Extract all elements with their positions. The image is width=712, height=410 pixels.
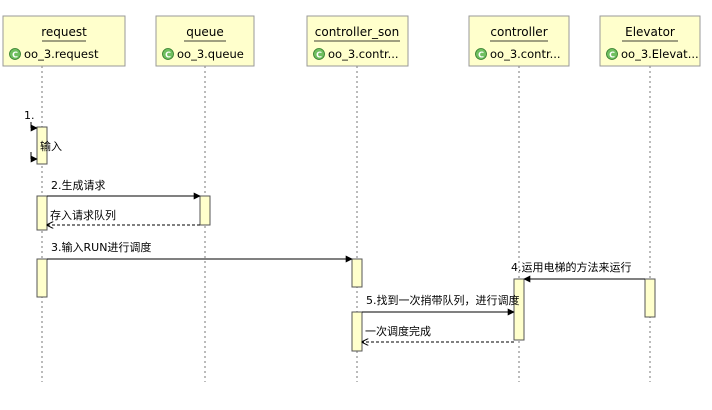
participant-request[interactable]: request C oo_3.request: [2, 15, 126, 67]
activation-controller-son-2: [351, 311, 363, 352]
lifelines: [41, 66, 651, 382]
participant-type: oo_3.request: [24, 47, 99, 61]
message-label: 5.找到一次捎带队列，进行调度: [366, 293, 520, 307]
class-c-icon: [162, 48, 174, 60]
message-label: 输入: [40, 139, 62, 153]
activations: [36, 126, 656, 352]
message-queue-return: 存入请求队列: [47, 208, 200, 225]
message-dispatch-return: 一次调度完成: [362, 324, 514, 342]
message-label: 存入请求队列: [50, 208, 116, 222]
activation-controller-son-1: [351, 258, 363, 288]
participant-controller-son[interactable]: controller_son C oo_3.contr...: [306, 15, 409, 67]
participant-controller[interactable]: controller C oo_3.contr...: [468, 15, 570, 67]
participant-name: controller_son: [315, 25, 399, 39]
participant-type: oo_3.contr...: [490, 47, 561, 61]
class-c-icon-glyph: C: [12, 51, 18, 60]
class-c-icon-glyph: C: [316, 51, 322, 60]
activation-queue: [199, 195, 211, 226]
message-label: 4.运用电梯的方法来运行: [511, 260, 632, 274]
participant-elevator[interactable]: Elevator C oo_3.Elevat...: [599, 15, 701, 67]
participant-queue[interactable]: queue C oo_3.queue: [155, 15, 255, 67]
message-2: 2.生成请求: [47, 178, 201, 200]
message-label: 一次调度完成: [365, 324, 431, 338]
class-c-icon-glyph: C: [165, 51, 171, 60]
class-c-icon: [475, 48, 487, 60]
message-5: 5.找到一次捎带队列，进行调度: [362, 293, 520, 316]
class-c-icon-glyph: C: [609, 51, 615, 60]
activation-request-3: [36, 258, 48, 298]
participant-name: request: [41, 25, 87, 39]
message-label: 3.输入RUN进行调度: [51, 240, 151, 254]
participant-name: queue: [186, 25, 224, 39]
participant-type: oo_3.contr...: [328, 47, 399, 61]
message-label: 2.生成请求: [51, 178, 106, 192]
message-input-return: 输入: [30, 139, 62, 163]
participant-name: Elevator: [625, 25, 675, 39]
participant-name: controller: [490, 25, 547, 39]
class-c-icon-glyph: C: [478, 51, 484, 60]
participant-type: oo_3.Elevat...: [621, 47, 699, 61]
class-c-icon: [606, 48, 618, 60]
activation-request-1: [36, 126, 48, 165]
message-4: 4.运用电梯的方法来运行: [511, 260, 645, 283]
class-c-icon: [9, 48, 21, 60]
message-label: 1.: [24, 109, 35, 122]
activation-controller: [513, 278, 525, 341]
class-c-icon: [313, 48, 325, 60]
message-3: 3.输入RUN进行调度: [47, 240, 353, 263]
activation-elevator: [644, 278, 656, 318]
message-1: 1.: [24, 109, 38, 132]
participant-type: oo_3.queue: [177, 47, 244, 61]
activation-request-2: [36, 195, 48, 231]
